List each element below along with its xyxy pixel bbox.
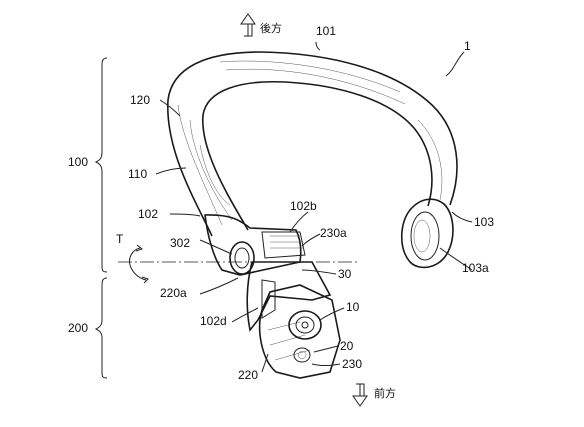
neck-band	[167, 51, 458, 237]
ref-upper-part: 102b	[290, 199, 317, 213]
ref-band-inner: 110	[128, 167, 147, 181]
rear-direction-label: 後方	[260, 21, 282, 35]
rotation-arrow-icon	[129, 244, 149, 284]
ref-band-outer: 120	[130, 93, 150, 107]
camera-lens-icon	[288, 310, 322, 340]
front-direction-label: 前方	[374, 386, 396, 400]
ref-hinge: 302	[170, 236, 190, 250]
ref-hinge-bottom: 220a	[160, 286, 187, 300]
ref-housing: 230	[342, 357, 362, 371]
front-arrow-icon	[352, 383, 368, 407]
ref-band: 101	[316, 24, 336, 38]
ref-joint: 30	[338, 267, 352, 281]
ref-right-tip: 103a	[462, 261, 489, 275]
rotation-label: T	[116, 232, 124, 246]
ref-device: 1	[464, 39, 471, 53]
ref-arm-side: 102d	[200, 314, 227, 328]
right-end-cap	[400, 198, 454, 269]
ref-camera-body: 20	[340, 339, 354, 353]
brace-lower	[94, 277, 108, 379]
sensor-icon	[293, 347, 311, 363]
brace-upper	[94, 57, 108, 273]
group-lower-label: 200	[68, 321, 88, 335]
ref-hinge-side: 230a	[320, 226, 347, 240]
ref-housing-side: 220	[238, 368, 258, 382]
ref-camera: 10	[346, 300, 360, 314]
rear-arrow-icon	[240, 13, 256, 37]
ref-right-end: 103	[474, 215, 494, 229]
group-upper-label: 100	[68, 155, 88, 169]
camera-arm	[246, 261, 341, 379]
left-end-piece	[204, 214, 306, 276]
leader-lines	[155, 41, 473, 373]
ref-left-end: 102	[138, 207, 158, 221]
